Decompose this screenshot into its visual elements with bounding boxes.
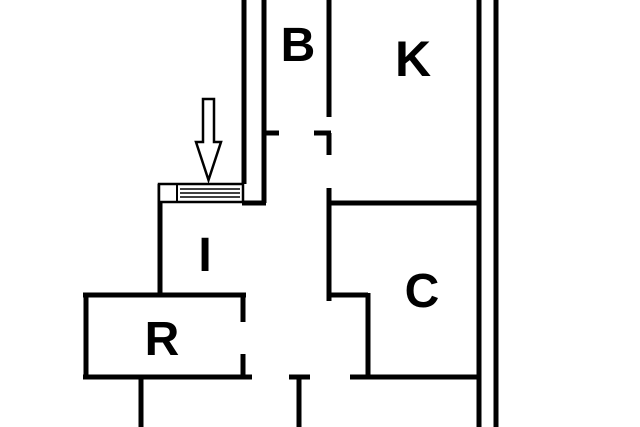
- room-label-i: I: [198, 229, 211, 282]
- room-label-b: B: [281, 19, 316, 72]
- entrance-step: [157, 182, 245, 204]
- walls: [83, 0, 499, 427]
- room-label-c: C: [405, 265, 440, 318]
- room-label-r: R: [145, 313, 180, 366]
- room-label-k: K: [395, 31, 431, 87]
- down-arrow-icon: [194, 97, 223, 185]
